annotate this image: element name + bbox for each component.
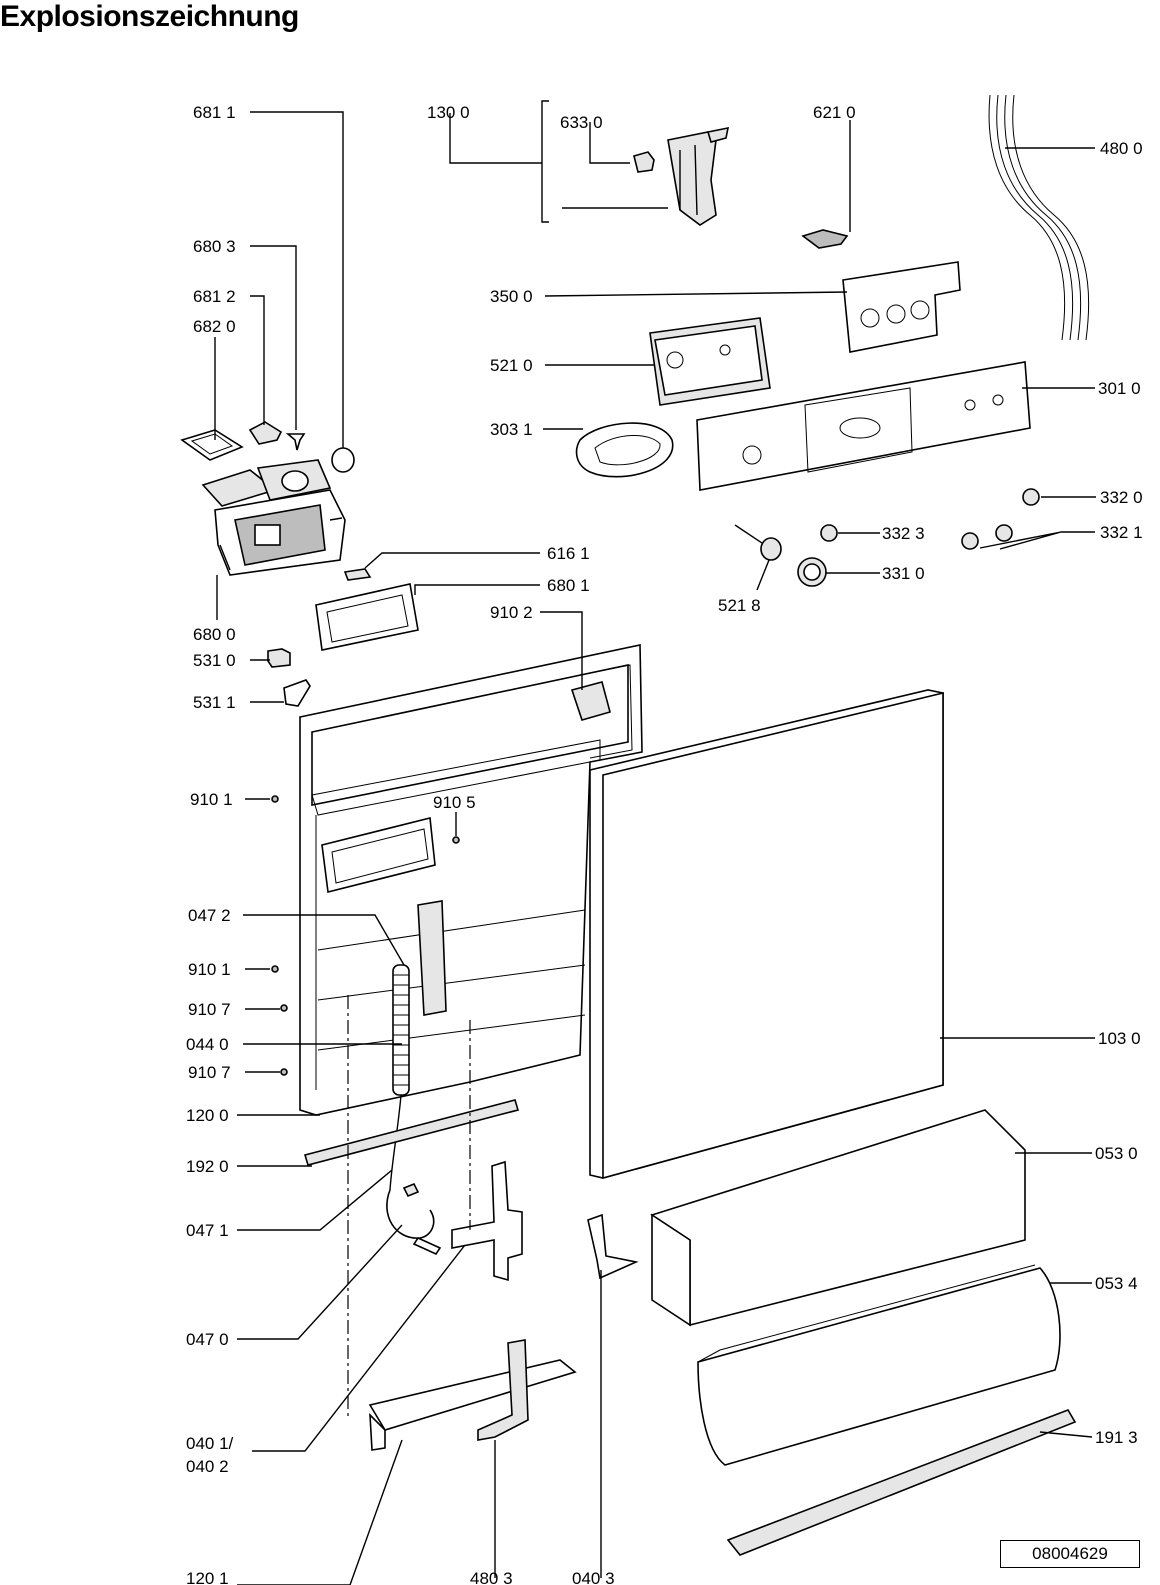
part-191-3-strip [726, 1409, 1077, 1556]
label-621-0: 621 0 [813, 103, 856, 122]
part-103-0-door-panel [589, 689, 944, 1180]
part-521-0-module [649, 317, 771, 406]
part-521-8-potentiometer [734, 524, 782, 561]
label-910-2: 910 2 [490, 603, 533, 622]
label-910-5: 910 5 [433, 793, 476, 812]
label-633-0: 633 0 [560, 113, 603, 132]
label-192-0: 192 0 [186, 1157, 229, 1176]
label-350-0: 350 0 [490, 287, 533, 306]
part-681-2-cap [248, 421, 283, 445]
label-053-0: 053 0 [1095, 1144, 1138, 1163]
label-680-0: 680 0 [193, 625, 236, 644]
label-682-0: 682 0 [193, 317, 236, 336]
part-480-0-wiring [988, 94, 1090, 341]
part-040-3-bracket [587, 1213, 639, 1280]
part-047-2-cable [389, 1094, 402, 1191]
label-047-2: 047 2 [188, 906, 231, 925]
part-680-1-frame [315, 583, 419, 651]
label-531-1: 531 1 [193, 693, 236, 712]
label-680-3: 680 3 [193, 237, 236, 256]
label-681-2: 681 2 [193, 287, 236, 306]
label-191-3: 191 3 [1095, 1428, 1138, 1447]
label-047-1: 047 1 [186, 1221, 229, 1240]
label-331-0: 331 0 [882, 564, 925, 583]
part-350-0-board [842, 261, 961, 353]
part-332-1-knob-b [995, 524, 1013, 542]
part-047-0-lever [412, 1236, 442, 1256]
document-number: 08004629 [1000, 1540, 1140, 1568]
label-044-0: 044 0 [186, 1035, 229, 1054]
part-130-0-hinge [667, 126, 730, 226]
part-910-7-screw-a [280, 1004, 288, 1012]
label-910-7-b: 910 7 [188, 1063, 231, 1082]
part-633-0-microswitch [633, 151, 655, 173]
part-332-3-knob [820, 524, 838, 542]
label-040-2: 040 2 [186, 1457, 229, 1476]
label-680-1: 680 1 [547, 576, 590, 595]
part-680-0-dispenser [201, 459, 346, 576]
label-521-8: 521 8 [718, 596, 761, 615]
label-120-0: 120 0 [186, 1106, 229, 1125]
label-910-1-b: 910 1 [188, 960, 231, 979]
part-053-0-kickplate [650, 1109, 1026, 1327]
label-303-1: 303 1 [490, 420, 533, 439]
label-130-0: 130 0 [427, 103, 470, 122]
leader-lines [214, 100, 1096, 1585]
label-103-0: 103 0 [1098, 1029, 1141, 1048]
label-910-1-a: 910 1 [190, 790, 233, 809]
label-120-1: 120 1 [186, 1569, 229, 1585]
label-681-1: 681 1 [193, 103, 236, 122]
label-047-0: 047 0 [186, 1330, 229, 1349]
part-531-1-bracket [283, 679, 311, 707]
part-910-7-screw-b [280, 1068, 288, 1076]
label-301-0: 301 0 [1098, 379, 1141, 398]
label-332-3: 332 3 [882, 524, 925, 543]
part-616-1-latch [343, 568, 372, 581]
part-910-1-screw-b [271, 965, 279, 973]
label-332-1: 332 1 [1100, 523, 1143, 542]
part-047-1-lever [386, 1182, 435, 1239]
label-480-0: 480 0 [1100, 139, 1143, 158]
part-192-0-rail [303, 1099, 520, 1166]
label-910-7-a: 910 7 [188, 1000, 231, 1019]
part-331-0-ring [797, 557, 827, 587]
part-053-4-toe-panel [697, 1264, 1061, 1466]
part-303-1-handle [575, 422, 674, 478]
part-682-0-gasket [180, 429, 244, 461]
part-120-1-lower-panel [368, 1359, 577, 1451]
label-332-0: 332 0 [1100, 488, 1143, 507]
label-521-0: 521 0 [490, 356, 533, 375]
part-480-3-bracket [477, 1339, 529, 1441]
page-title: Explosionszeichnung [0, 0, 299, 33]
label-480-3: 480 3 [470, 1569, 513, 1585]
part-040-1-bracket [451, 1160, 523, 1282]
label-616-1: 616 1 [547, 544, 590, 563]
part-681-1-seal [331, 447, 355, 473]
part-044-0-spring [392, 964, 410, 1096]
label-040-3: 040 3 [572, 1569, 615, 1585]
part-332-0-knob [1022, 488, 1040, 506]
part-910-5-screw [452, 836, 460, 844]
label-531-0: 531 0 [193, 651, 236, 670]
part-120-0-inner-door [299, 644, 643, 1116]
part-680-3-screw [285, 433, 306, 451]
label-040-1: 040 1/ [186, 1434, 234, 1453]
part-531-0-clip [267, 648, 291, 668]
part-621-0-sensor [801, 229, 849, 249]
part-301-0-panel [696, 361, 1031, 491]
part-332-1-knob-a [961, 532, 979, 550]
part-910-1-screw-a [271, 795, 279, 803]
label-053-4: 053 4 [1095, 1274, 1138, 1293]
part-910-2-hinge-pin [570, 681, 611, 721]
